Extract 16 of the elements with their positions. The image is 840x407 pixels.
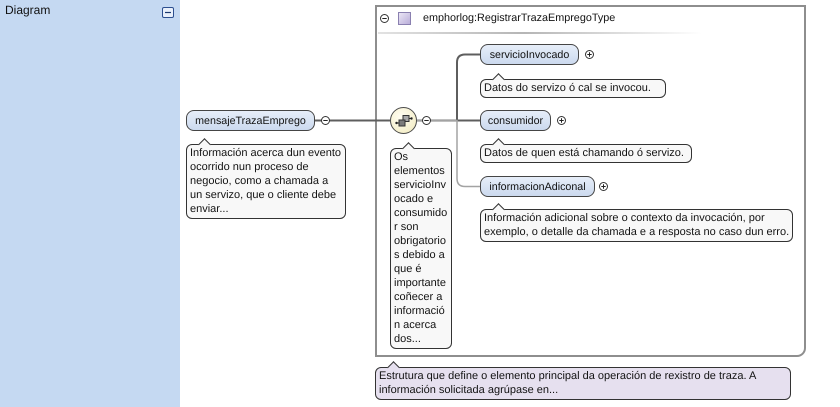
- compositor-circle: [390, 107, 417, 134]
- annotation-callout: Información acerca dun evento ocorrido nun proceso de negocio, como a chamada a un servizo, que o cliente debe enviar...: [186, 138, 346, 219]
- annotation-callout: Información adicional sobre o contexto da invocación, por exemplo, o detalle da chamada e a resposta no caso dun erro.: [480, 203, 793, 242]
- sidebar-panel: Diagram: [0, 0, 180, 407]
- element-node: consumidor: [480, 110, 551, 131]
- connector-line: [315, 120, 390, 122]
- element-node: informacionAdiconal: [480, 176, 595, 197]
- annotation-callout: Datos de quen está chamando ó servizo.: [480, 138, 692, 163]
- annotation-callout: Datos do servizo ó cal se invocou.: [480, 73, 666, 98]
- type-container: [375, 5, 806, 357]
- element-node: mensajeTrazaEmprego: [186, 110, 315, 131]
- element-node: servicioInvocado: [480, 44, 579, 65]
- annotation-callout: Os elementos servicioInvocado e consumidor son obrigatorios debido a que é importante coñecer a información acerca dos...: [390, 142, 452, 349]
- type-name-heading: emphorlog:RegistrarTrazaEmpregoType: [423, 11, 616, 25]
- annotation-callout: Estrutura que define o elemento principal da operación de rexistro de traza. A información solicitada agrúpase en...: [375, 361, 791, 400]
- connector-line: [417, 120, 480, 188]
